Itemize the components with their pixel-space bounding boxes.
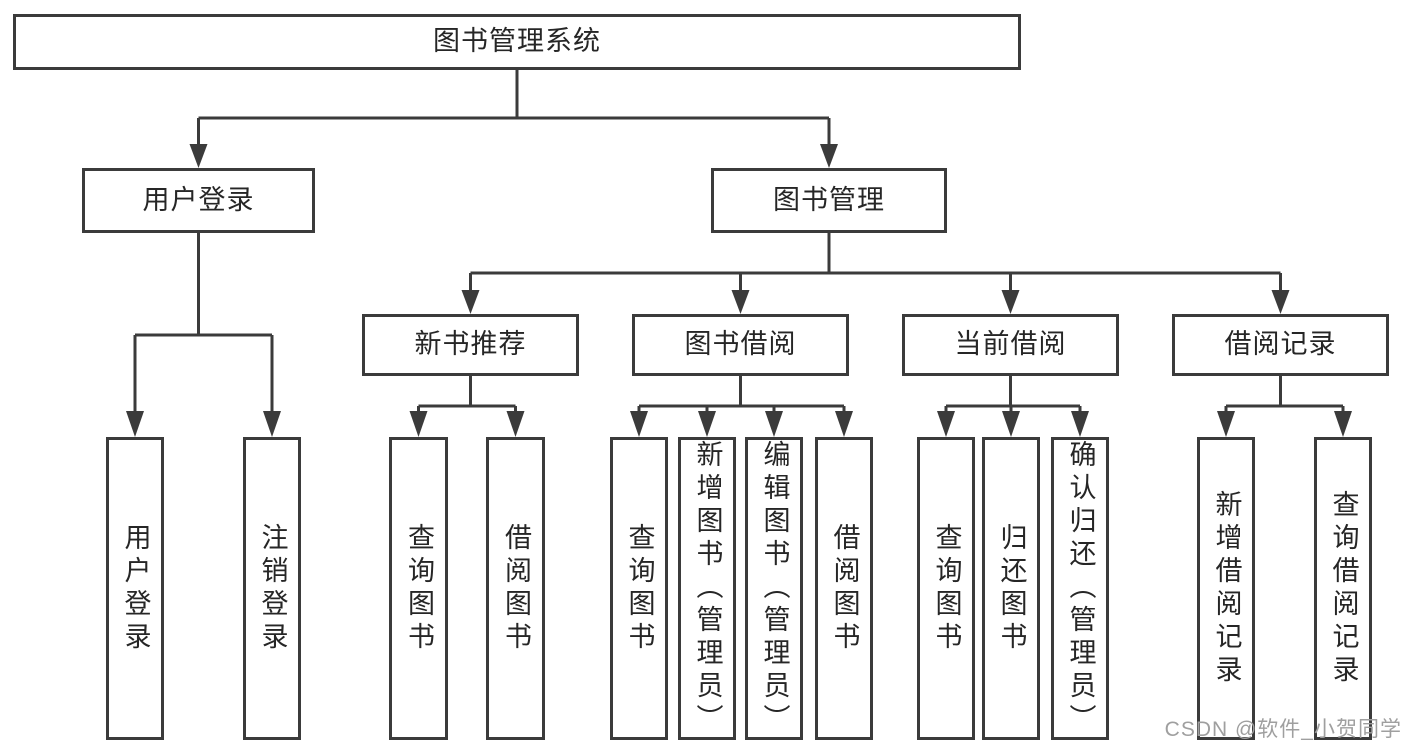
node-borrow-records-label: 借阅记录 — [1224, 329, 1337, 360]
leaf-add-borrow-record: 新增借阅记录 — [1197, 437, 1255, 740]
node-user-login: 用户登录 — [82, 168, 315, 233]
node-book-management: 图书管理 — [711, 168, 947, 233]
leaf-logout: 注销登录 — [243, 437, 301, 740]
leaf-borrow-book: 借阅图书 — [815, 437, 873, 740]
leaf-add-book-admin: 新增图书（管理员） — [678, 437, 736, 740]
leaf-query-book-recommend-label: 查询图书 — [404, 522, 434, 655]
node-current-borrow-label: 当前借阅 — [954, 329, 1067, 360]
node-root-label: 图书管理系统 — [433, 26, 601, 57]
leaf-query-book-borrow: 查询图书 — [610, 437, 668, 740]
watermark-text: CSDN @软件_小贺同学 — [1164, 718, 1402, 741]
node-new-book-recommend: 新书推荐 — [362, 314, 579, 376]
leaf-logout-label: 注销登录 — [257, 522, 288, 655]
leaf-borrow-book-label: 借阅图书 — [829, 522, 860, 655]
node-book-borrow-label: 图书借阅 — [684, 329, 797, 360]
node-new-book-recommend-label: 新书推荐 — [414, 329, 527, 360]
leaf-query-book-current: 查询图书 — [917, 437, 975, 740]
leaf-query-book-borrow-label: 查询图书 — [624, 522, 655, 655]
leaf-return-book-label: 归还图书 — [996, 522, 1027, 655]
leaf-add-book-admin-label: 新增图书（管理员） — [692, 440, 723, 737]
node-book-management-label: 图书管理 — [773, 184, 885, 215]
leaf-query-book-current-label: 查询图书 — [931, 522, 962, 655]
node-borrow-records: 借阅记录 — [1172, 314, 1389, 376]
node-root: 图书管理系统 — [13, 14, 1021, 70]
node-user-login-label: 用户登录 — [142, 184, 255, 215]
leaf-borrow-book-recommend: 借阅图书 — [486, 437, 545, 740]
leaf-user-login: 用户登录 — [106, 437, 164, 740]
leaf-add-borrow-record-label: 新增借阅记录 — [1211, 489, 1242, 688]
leaf-query-borrow-record-label: 查询借阅记录 — [1328, 489, 1359, 688]
arrowhead-icons — [126, 144, 1352, 437]
leaf-query-book-recommend: 查询图书 — [389, 437, 448, 740]
leaf-confirm-return-admin: 确认归还（管理员） — [1051, 437, 1109, 740]
leaf-return-book: 归还图书 — [982, 437, 1040, 740]
node-current-borrow: 当前借阅 — [902, 314, 1119, 376]
leaf-borrow-book-recommend-label: 借阅图书 — [501, 522, 531, 655]
leaf-query-borrow-record: 查询借阅记录 — [1314, 437, 1372, 740]
leaf-edit-book-admin-label: 编辑图书（管理员） — [759, 440, 790, 737]
leaf-user-login-label: 用户登录 — [120, 522, 151, 655]
node-book-borrow: 图书借阅 — [632, 314, 849, 376]
leaf-confirm-return-admin-label: 确认归还（管理员） — [1065, 440, 1096, 737]
leaf-edit-book-admin: 编辑图书（管理员） — [745, 437, 803, 740]
